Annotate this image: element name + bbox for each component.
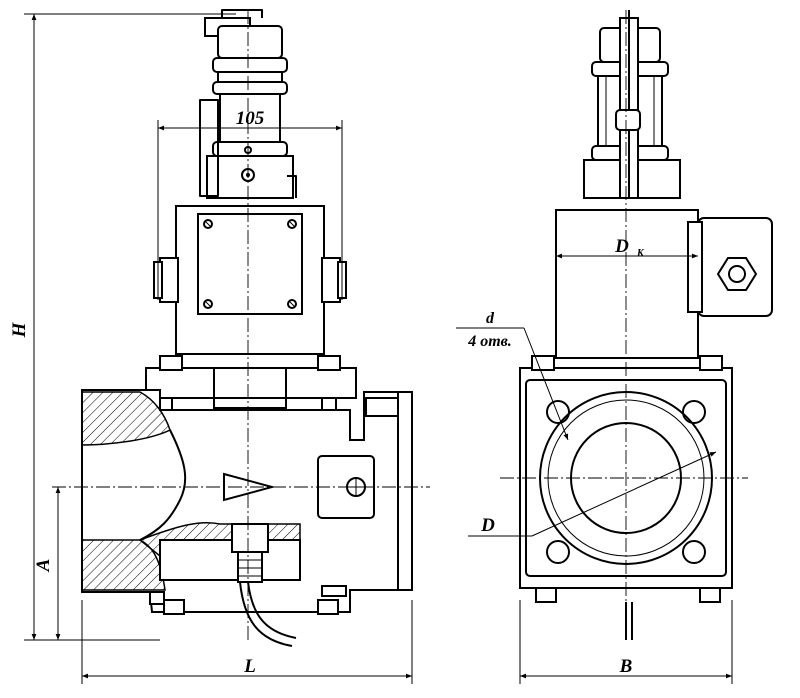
- hole-count-label: 4 отв.: [467, 333, 512, 350]
- flange-diameter-label: D: [480, 515, 495, 536]
- body-top-flange: [145, 355, 357, 411]
- side-actuator: [555, 209, 773, 359]
- side-solenoid: [583, 10, 681, 199]
- width-label: B: [619, 656, 633, 677]
- dimension-lines: [24, 13, 733, 684]
- axis-height-label: A: [33, 559, 54, 573]
- length-label: L: [243, 656, 256, 677]
- height-label: H: [9, 321, 30, 338]
- solenoid-coil: [199, 9, 297, 199]
- dim-105-label: 105: [236, 108, 265, 129]
- side-flange: [500, 10, 748, 640]
- front-view: [52, 9, 430, 647]
- nominal-diameter-label: D: [614, 236, 629, 257]
- side-view: [500, 10, 773, 640]
- nominal-diameter-subscript: К: [636, 248, 645, 259]
- actuator-housing: [153, 205, 347, 355]
- valve-body: [81, 389, 413, 647]
- hole-diameter-label: d: [486, 310, 495, 327]
